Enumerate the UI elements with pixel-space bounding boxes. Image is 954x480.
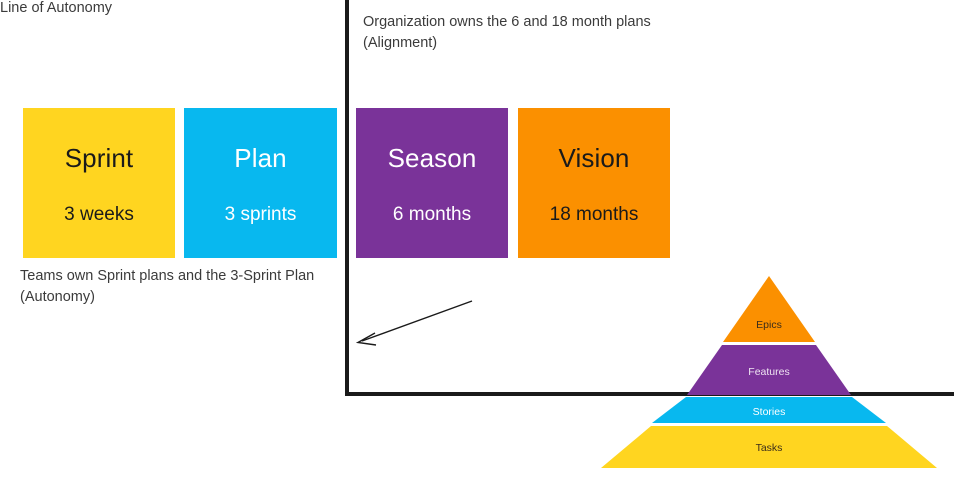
- card-plan[interactable]: Plan 3 sprints: [184, 108, 337, 258]
- card-season-subtitle: 6 months: [392, 203, 472, 225]
- card-plan-subtitle: 3 sprints: [224, 203, 297, 225]
- alignment-annotation: Organization owns the 6 and 18 month pla…: [363, 14, 651, 52]
- line-of-autonomy-arrow-icon: [355, 300, 473, 346]
- pyramid-level-epics-label: Epics: [756, 319, 782, 331]
- pyramid-level-epics[interactable]: [723, 276, 815, 342]
- horizontal-autonomy-line: [345, 392, 954, 396]
- line-of-autonomy-label: Line of Autonomy: [0, 0, 113, 16]
- pyramid-level-tasks[interactable]: [601, 426, 937, 468]
- card-season[interactable]: Season 6 months: [356, 108, 508, 258]
- pyramid-level-stories[interactable]: [652, 397, 886, 423]
- work-item-pyramid: Epics Features Stories Tasks: [601, 276, 937, 468]
- card-plan-title: Plan: [234, 143, 287, 174]
- card-vision-title: Vision: [558, 143, 630, 174]
- card-sprint-title: Sprint: [64, 143, 134, 174]
- card-vision[interactable]: Vision 18 months: [518, 108, 670, 258]
- autonomy-annotation: Teams own Sprint plans and the 3-Sprint …: [20, 268, 315, 306]
- card-sprint-subtitle: 3 weeks: [64, 203, 134, 225]
- pyramid-level-features-label: Features: [748, 366, 789, 378]
- card-season-title: Season: [387, 143, 477, 174]
- pyramid-level-features[interactable]: [687, 345, 851, 395]
- pyramid-level-stories-label: Stories: [753, 406, 786, 418]
- vertical-divider-line: [345, 0, 349, 396]
- card-vision-subtitle: 18 months: [549, 203, 639, 225]
- card-sprint[interactable]: Sprint 3 weeks: [23, 108, 175, 258]
- pyramid-level-tasks-label: Tasks: [756, 442, 783, 454]
